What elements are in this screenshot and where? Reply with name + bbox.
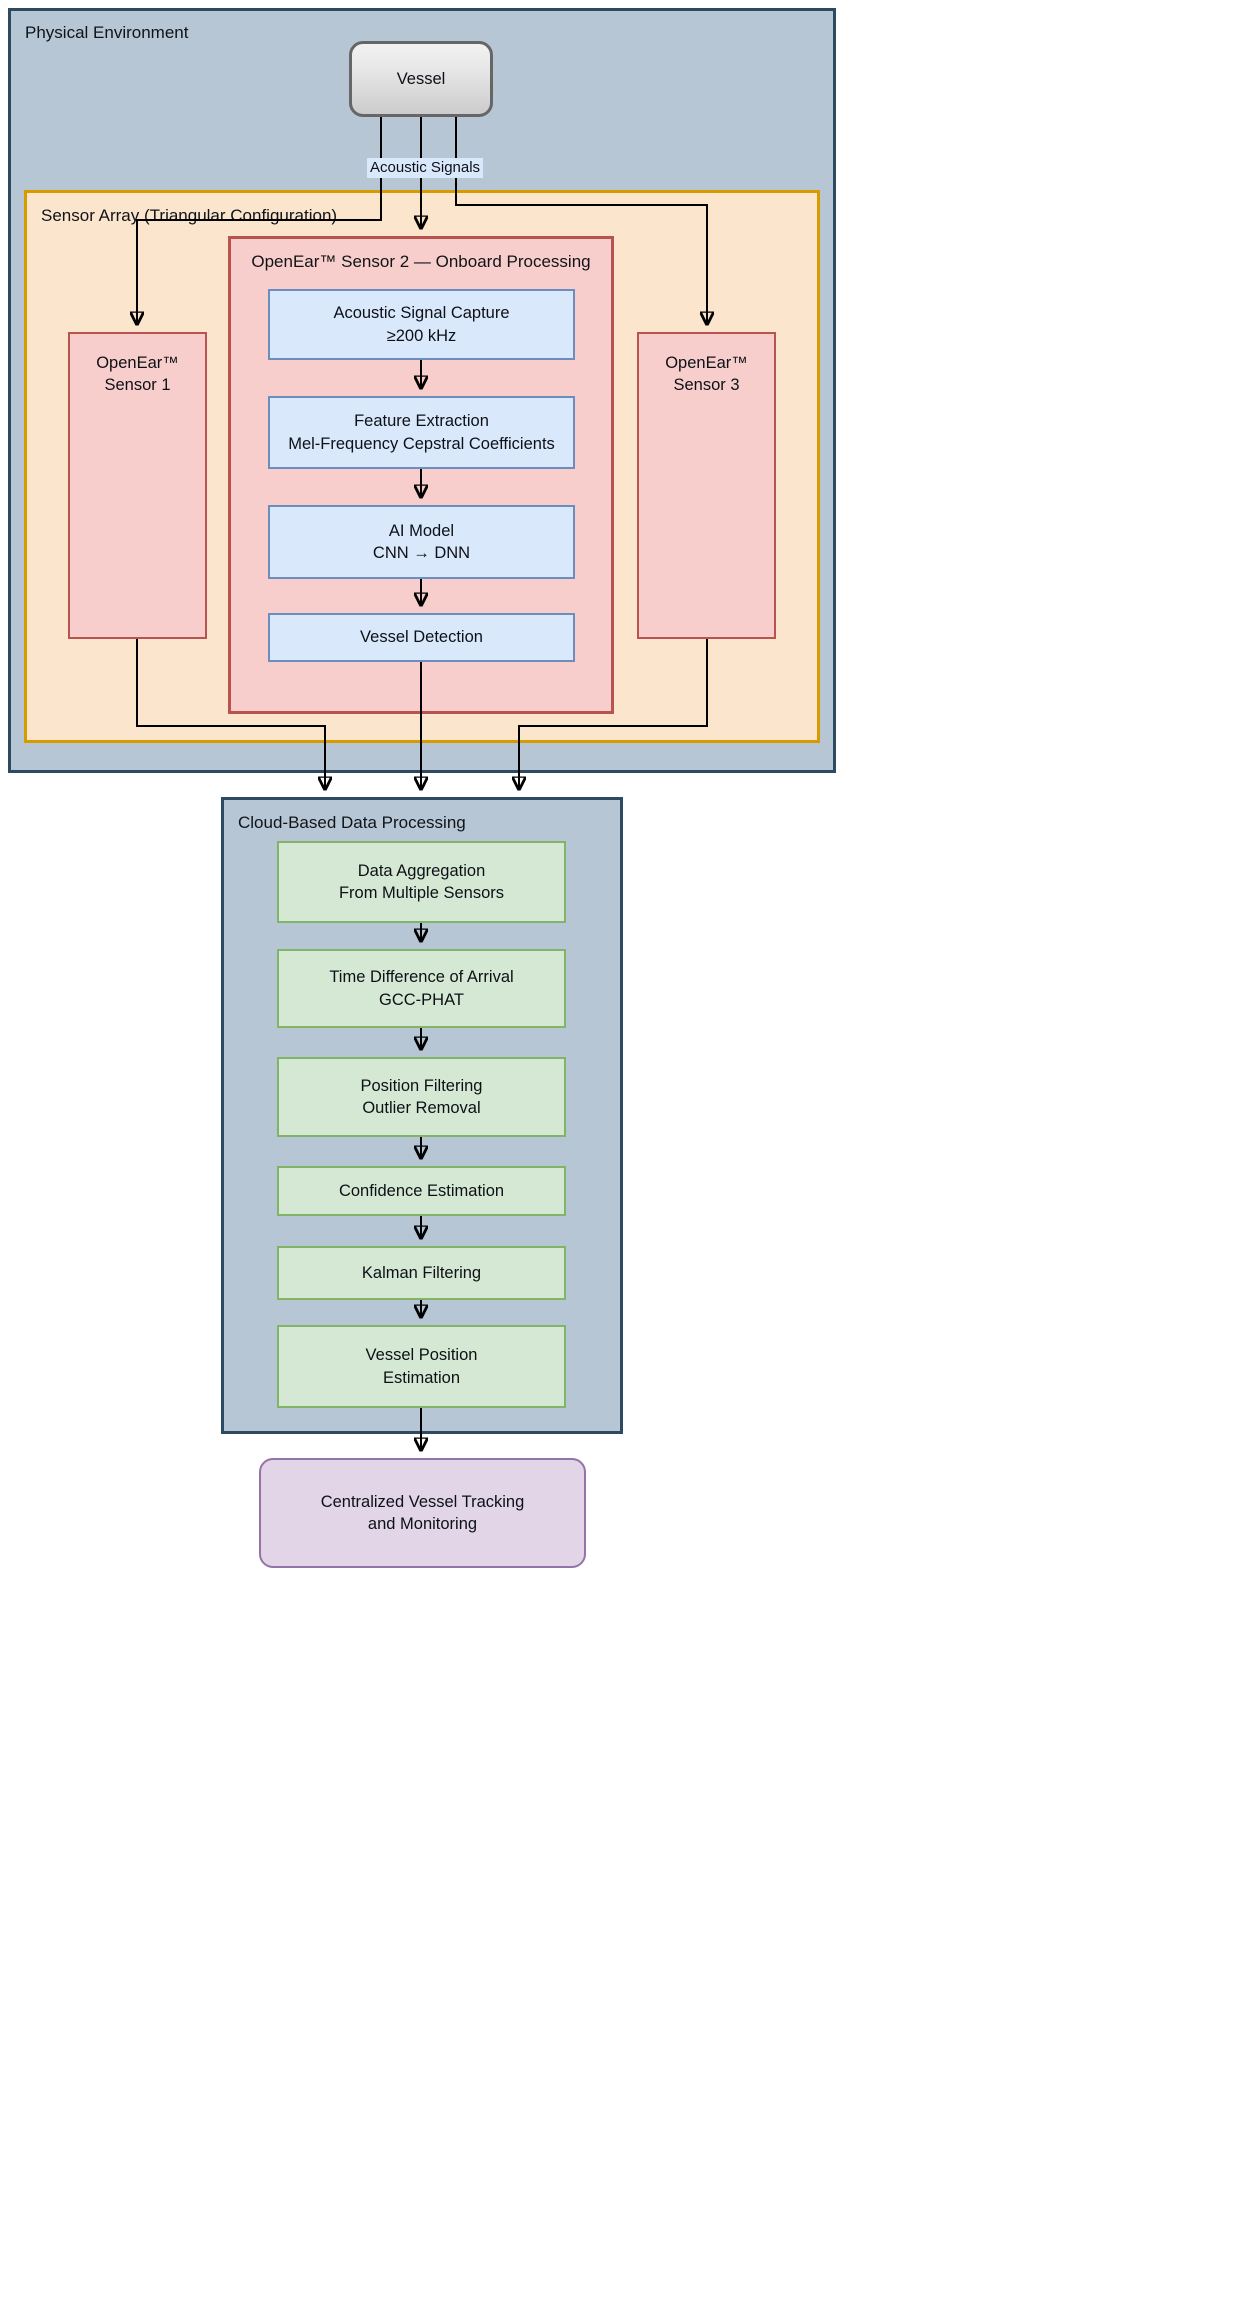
node-data-aggregation[interactable]: Data Aggregation From Multiple Sensors — [277, 841, 566, 923]
edge-label-acoustic-signals: Acoustic Signals — [367, 158, 484, 178]
node-feature-extraction[interactable]: Feature Extraction Mel-Frequency Cepstra… — [268, 396, 575, 469]
node-acoustic-signal-capture[interactable]: Acoustic Signal Capture ≥200 kHz — [268, 289, 575, 360]
subgraph-cloud-processing-label: Cloud-Based Data Processing — [238, 813, 466, 832]
node-ai-model[interactable]: AI Model CNN → DNN — [268, 505, 575, 579]
node-position-filtering[interactable]: Position Filtering Outlier Removal — [277, 1057, 566, 1137]
subgraph-sensor2-label: OpenEar™ Sensor 2 — Onboard Processing — [251, 252, 591, 271]
node-openear-sensor-3[interactable]: OpenEar™ Sensor 3 — [637, 332, 776, 639]
node-confidence-estimation[interactable]: Confidence Estimation — [277, 1166, 566, 1216]
node-kalman-filtering[interactable]: Kalman Filtering — [277, 1246, 566, 1300]
node-openear-sensor-1[interactable]: OpenEar™ Sensor 1 — [68, 332, 207, 639]
node-vessel[interactable]: Vessel — [349, 41, 493, 117]
node-vessel-position-estimation[interactable]: Vessel Position Estimation — [277, 1325, 566, 1408]
node-centralized-vessel-tracking[interactable]: Centralized Vessel Tracking and Monitori… — [259, 1458, 586, 1568]
node-vessel-detection[interactable]: Vessel Detection — [268, 613, 575, 662]
subgraph-physical-environment-label: Physical Environment — [25, 23, 189, 42]
subgraph-sensor-array-label: Sensor Array (Triangular Configuration) — [41, 206, 338, 225]
node-time-difference-of-arrival[interactable]: Time Difference of Arrival GCC-PHAT — [277, 949, 566, 1028]
